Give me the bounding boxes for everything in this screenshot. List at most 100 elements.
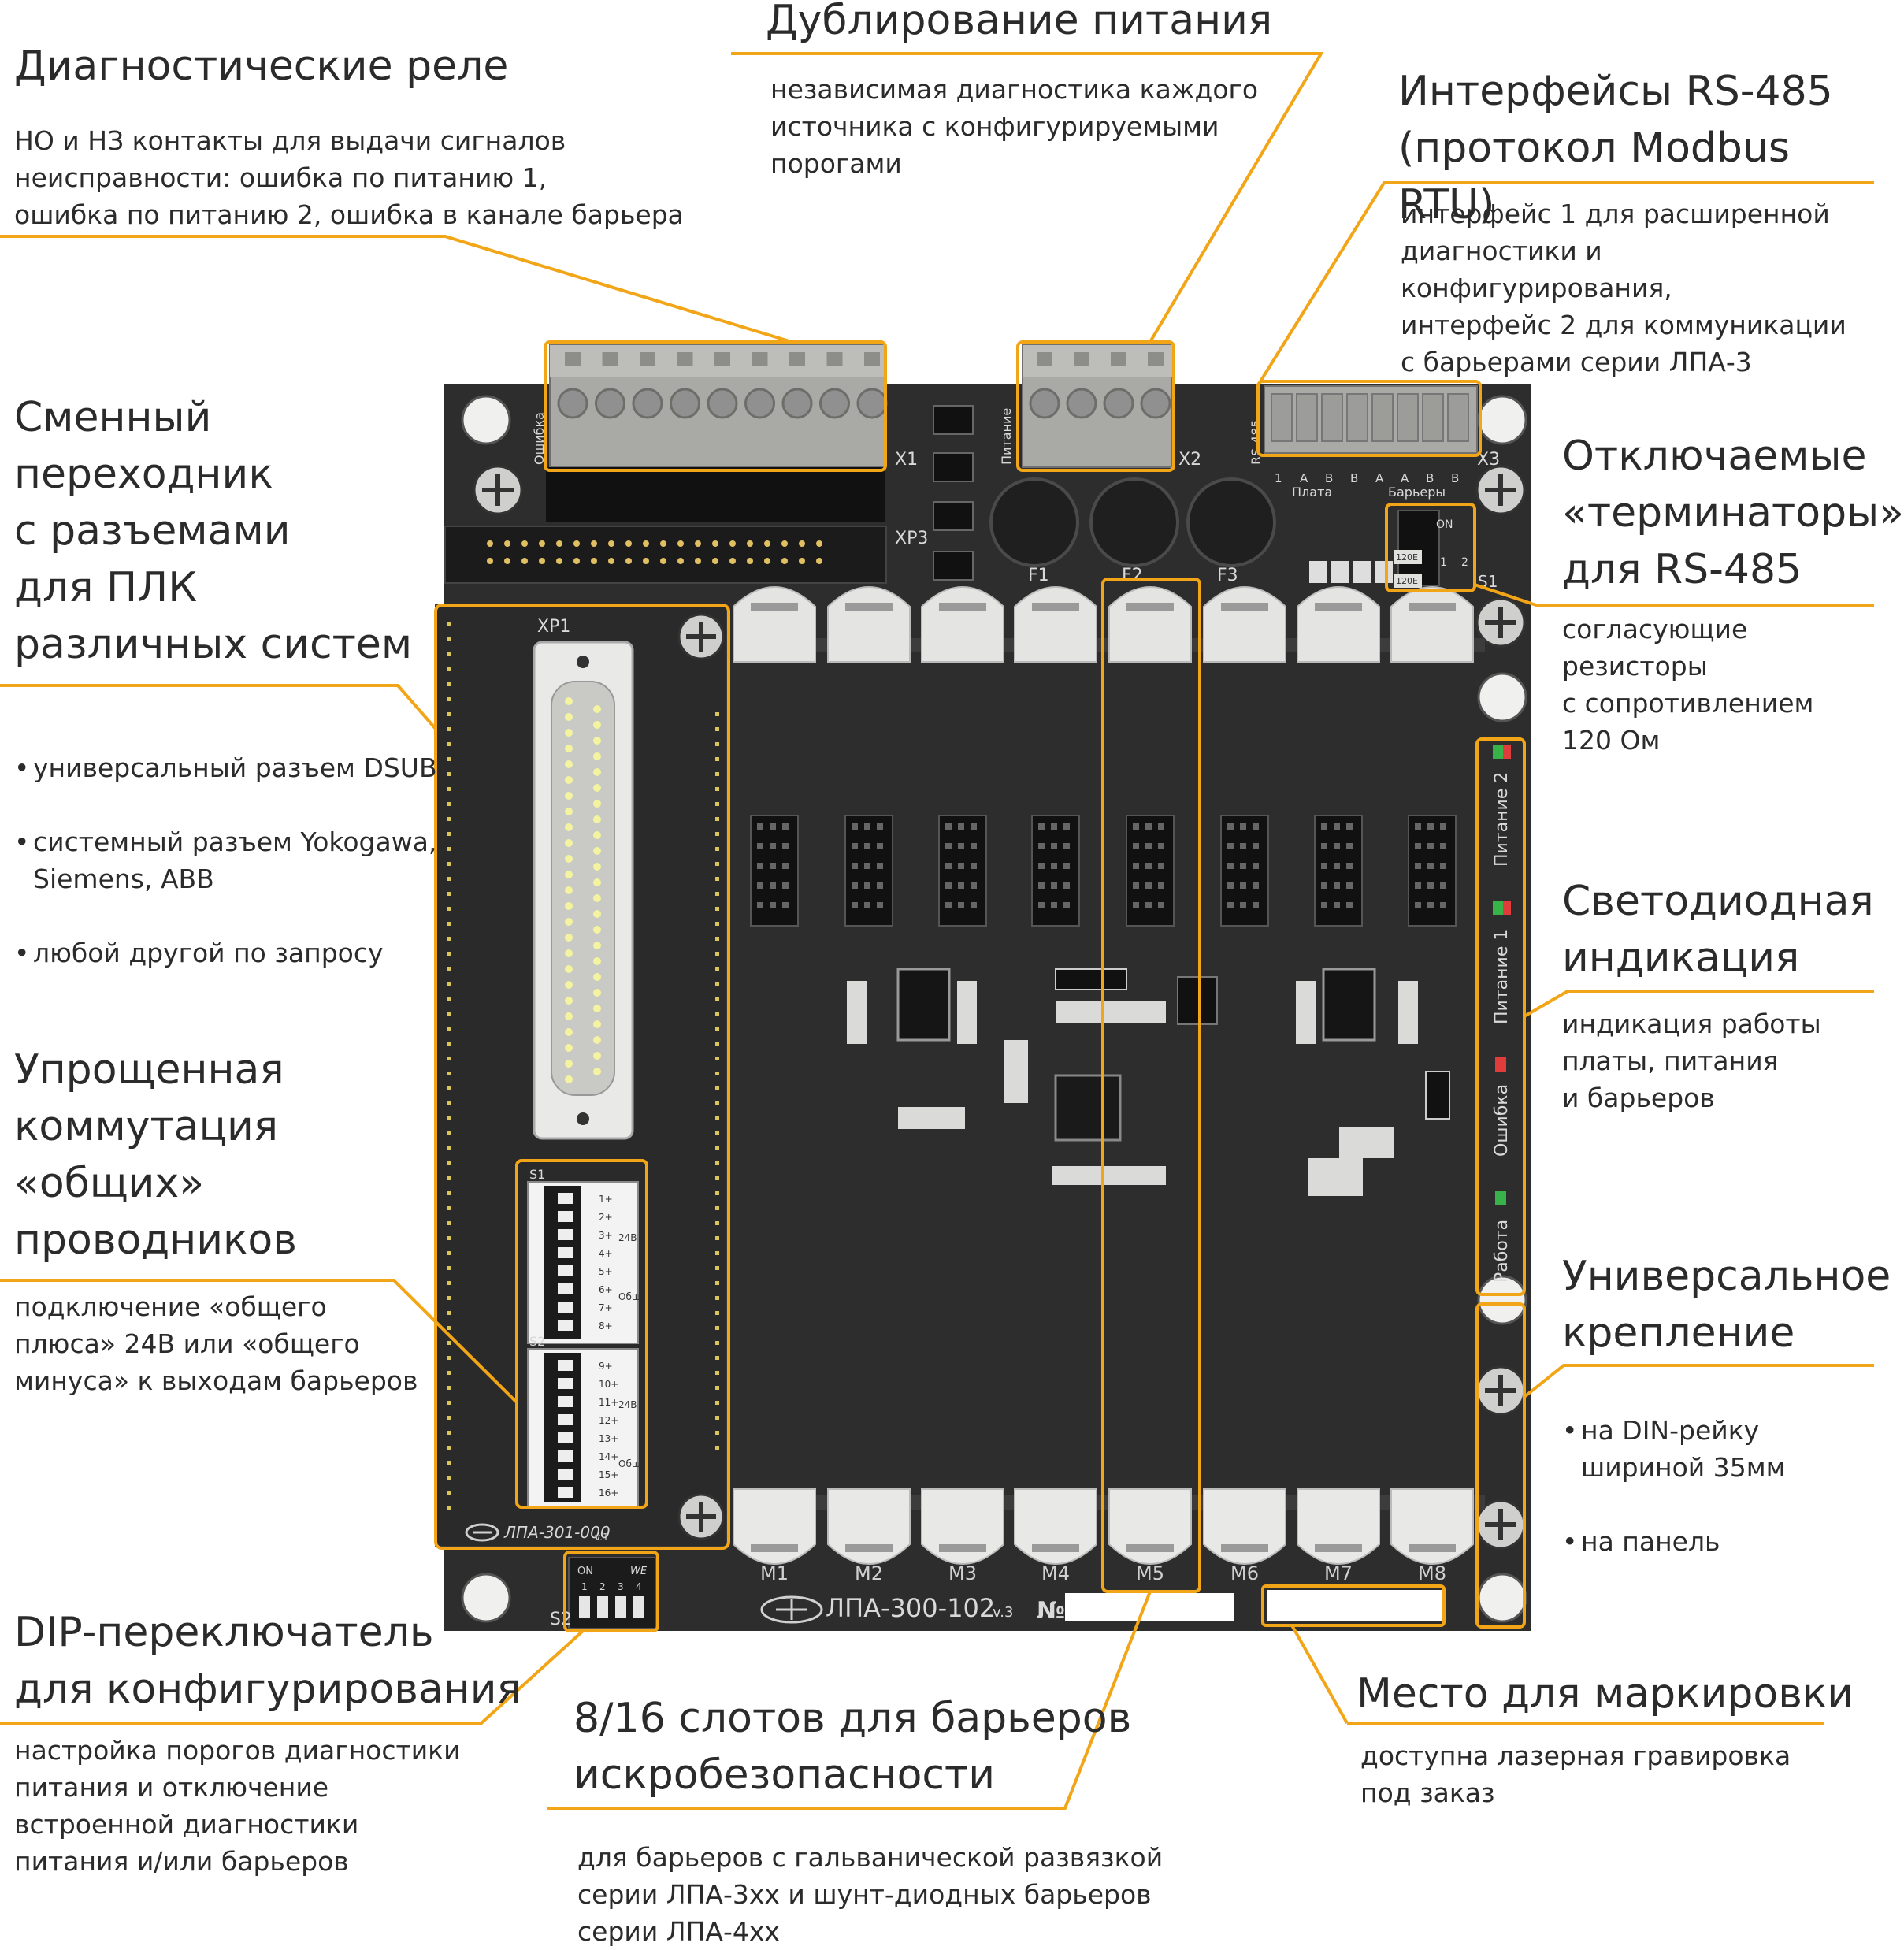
xp3-pin xyxy=(556,558,562,564)
socket-pin xyxy=(877,823,883,830)
socket-pin xyxy=(1145,882,1152,889)
edge-pin xyxy=(447,1042,451,1046)
edge-pin xyxy=(447,1341,451,1345)
dsub-pin xyxy=(593,894,601,902)
commons-title: Упрощенная коммутация «общих» проводнико… xyxy=(14,1046,297,1264)
socket-pin xyxy=(770,843,776,849)
dip-number: 1 xyxy=(581,1581,588,1592)
switch-output-label: 6+ xyxy=(599,1284,613,1295)
switch-knobs xyxy=(558,1193,573,1498)
socket-pin xyxy=(1133,843,1139,849)
switch-knob xyxy=(558,1229,573,1240)
mount-title: Универсальное крепление xyxy=(1562,1253,1891,1357)
xp3-pin xyxy=(487,540,493,547)
socket-pin xyxy=(958,863,964,869)
dsub-pin xyxy=(565,871,573,878)
x1-pin xyxy=(864,352,880,366)
rs485-desc: интерфейс 1 для расширенной диагностики … xyxy=(1401,199,1846,377)
edge-pin xyxy=(715,1296,719,1300)
socket-pin xyxy=(1158,902,1164,908)
switch-output-label: 12+ xyxy=(599,1415,618,1426)
slots-desc: для барьеров с гальванической развязкой … xyxy=(577,1842,1164,1947)
edge-pin xyxy=(447,952,451,956)
edge-pin xyxy=(715,742,719,746)
barrier-clips-bottom xyxy=(733,1488,1485,1565)
led-error xyxy=(1495,1057,1506,1072)
dsub-pin xyxy=(565,745,573,752)
socket-pin xyxy=(1427,823,1434,830)
x1-pin xyxy=(826,352,843,366)
barrier-clip-slot xyxy=(1315,603,1362,611)
x1-pin xyxy=(632,388,663,419)
edge-pin xyxy=(447,757,451,761)
term-num-2: 2 xyxy=(1461,556,1468,569)
dsub-pin xyxy=(593,973,601,981)
socket-pin xyxy=(1253,902,1259,908)
barrier-clip-top xyxy=(1203,586,1286,663)
slot-label: M8 xyxy=(1418,1562,1446,1584)
edge-pin xyxy=(715,922,719,926)
socket-pin xyxy=(852,863,858,869)
switch-output-label: 4+ xyxy=(599,1248,613,1259)
dsub-pin xyxy=(593,847,601,855)
socket-pin xyxy=(1063,902,1070,908)
socket-pin xyxy=(1133,823,1139,830)
edge-pin xyxy=(447,967,451,971)
frame-mount xyxy=(1475,1302,1526,1629)
socket-pin xyxy=(1427,902,1434,908)
switch-knob xyxy=(558,1432,573,1443)
commons-desc: подключение «общего плюса» 24В или «обще… xyxy=(14,1291,418,1396)
edge-pin xyxy=(447,802,451,806)
edge-pin xyxy=(715,772,719,776)
switch-24v-label: 24В xyxy=(618,1232,637,1243)
barrier-clip-top xyxy=(733,586,816,663)
edge-pin xyxy=(447,1461,451,1465)
edge-pin xyxy=(447,892,451,896)
barrier-label: Барьеры xyxy=(1388,485,1446,500)
socket-pin xyxy=(1145,823,1152,830)
x2-pin xyxy=(1140,388,1171,419)
xp3-pin xyxy=(816,540,822,547)
socket-pin xyxy=(1253,843,1259,849)
switch-output-label: 9+ xyxy=(599,1361,613,1372)
barrier-clip-slot xyxy=(939,1544,986,1552)
switch-output-label: 14+ xyxy=(599,1451,618,1462)
x2-pin xyxy=(1103,388,1134,419)
dsub-pin xyxy=(565,902,573,910)
edge-pin xyxy=(715,1251,719,1255)
barrier-clip-bottom xyxy=(1297,1488,1380,1565)
switch-knob xyxy=(558,1360,573,1371)
frame-dip xyxy=(563,1551,659,1632)
x3-pin-label: A xyxy=(1401,471,1409,485)
switch-labels: S11+2+3+4+5+6+7+8+24ВОбщS29+10+11+12+13+… xyxy=(529,1167,640,1499)
edge-pin xyxy=(447,1057,451,1060)
mount-hole-r xyxy=(1477,672,1527,722)
barrier-clip-bottom xyxy=(921,1488,1004,1565)
leader-leds xyxy=(1523,990,1874,1018)
socket-pin xyxy=(1427,882,1434,889)
socket-pin xyxy=(1145,863,1152,869)
socket-pin xyxy=(1440,902,1446,908)
frame-terminator xyxy=(1385,503,1476,592)
barrier-sockets xyxy=(750,815,1457,927)
xp3-pin xyxy=(539,558,545,564)
terminator-switch xyxy=(1397,510,1440,586)
barrier-socket xyxy=(1408,815,1457,927)
dsub-pin xyxy=(593,926,601,934)
socket-pin xyxy=(1253,863,1259,869)
switch-block-label: S2 xyxy=(529,1334,545,1349)
barrier-clip-bottom xyxy=(1203,1488,1286,1565)
slot-label: M6 xyxy=(1230,1562,1259,1584)
socket-pin xyxy=(1346,823,1353,830)
socket-pin xyxy=(782,902,789,908)
socket-pin xyxy=(958,882,964,889)
barrier-clip-bottom xyxy=(1390,1488,1474,1565)
edge-pin xyxy=(447,1131,451,1135)
edge-pin xyxy=(715,1012,719,1016)
socket-pin xyxy=(1051,823,1057,830)
edge-pin xyxy=(447,997,451,1001)
edge-pin xyxy=(447,907,451,911)
barrier-clip-bottom xyxy=(827,1488,911,1565)
xp3-pin xyxy=(539,540,545,547)
